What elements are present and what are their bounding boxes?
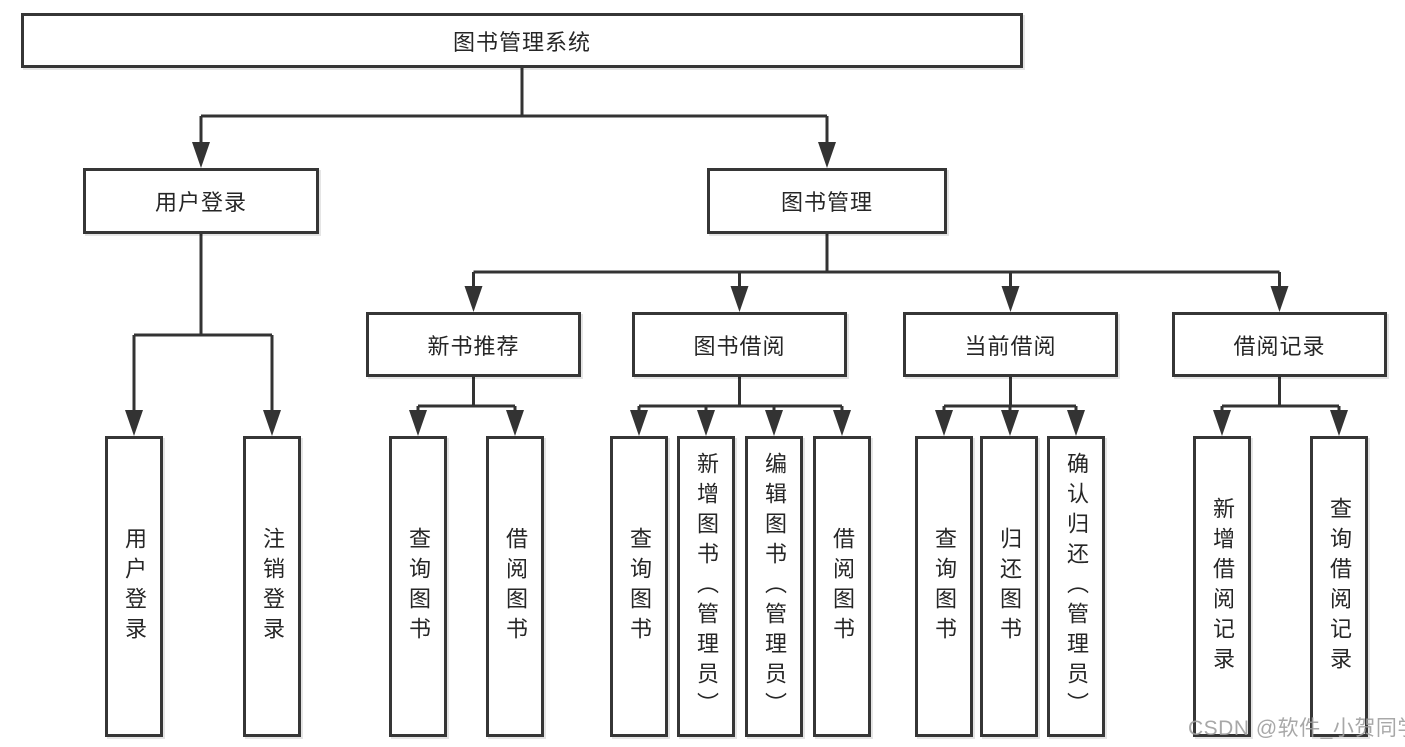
node-new-book-recommend-label: 新书推荐: [427, 333, 520, 359]
leaf-logout-label: 注销登录: [260, 526, 285, 647]
node-book-management: 图书管理: [707, 168, 947, 234]
node-new-book-recommend: 新书推荐: [366, 312, 581, 377]
leaf-borrow-edit-book-admin: 编辑图书（管理员）: [745, 436, 803, 737]
leaf-borrow-add-book-admin: 新增图书（管理员）: [677, 436, 735, 737]
leaf-recommend-query-book-label: 查询图书: [406, 526, 431, 647]
node-book-borrow-label: 图书借阅: [693, 333, 786, 359]
leaf-records-query-record-label: 查询借阅记录: [1327, 496, 1352, 677]
leaf-logout: 注销登录: [243, 436, 301, 737]
leaf-borrow-edit-book-admin-label: 编辑图书（管理员）: [762, 451, 787, 722]
leaf-borrow-query-book: 查询图书: [610, 436, 668, 737]
leaf-records-add-record: 新增借阅记录: [1193, 436, 1251, 737]
arrowheads: [125, 142, 1348, 436]
node-book-management-label: 图书管理: [780, 190, 873, 215]
leaf-records-add-record-label: 新增借阅记录: [1210, 496, 1235, 677]
leaf-records-query-record: 查询借阅记录: [1310, 436, 1368, 737]
leaf-user-login: 用户登录: [105, 436, 163, 737]
node-book-borrow: 图书借阅: [632, 312, 847, 377]
node-user-login: 用户登录: [83, 168, 319, 234]
leaf-recommend-borrow-book: 借阅图书: [486, 436, 544, 737]
leaf-current-confirm-return-admin: 确认归还（管理员）: [1047, 436, 1105, 737]
leaf-current-return-book-label: 归还图书: [997, 526, 1022, 647]
csdn-watermark: CSDN @软件_小贺同学: [1188, 717, 1405, 740]
node-current-borrow: 当前借阅: [903, 312, 1118, 377]
leaf-borrow-borrow-book: 借阅图书: [813, 436, 871, 737]
node-current-borrow-label: 当前借阅: [964, 333, 1057, 359]
node-borrow-records: 借阅记录: [1172, 312, 1387, 377]
leaf-borrow-query-book-label: 查询图书: [627, 526, 652, 647]
leaf-current-return-book: 归还图书: [980, 436, 1038, 737]
leaf-current-confirm-return-admin-label: 确认归还（管理员）: [1064, 451, 1089, 722]
leaf-recommend-query-book: 查询图书: [389, 436, 447, 737]
leaf-borrow-borrow-book-label: 借阅图书: [830, 526, 855, 647]
node-root: 图书管理系统: [21, 13, 1023, 68]
leaf-current-query-book: 查询图书: [915, 436, 973, 737]
node-root-label: 图书管理系统: [452, 29, 591, 55]
leaf-current-query-book-label: 查询图书: [932, 526, 957, 647]
node-borrow-records-label: 借阅记录: [1233, 333, 1326, 359]
node-user-login-label: 用户登录: [154, 190, 247, 215]
leaf-borrow-add-book-admin-label: 新增图书（管理员）: [694, 451, 719, 722]
leaf-user-login-label: 用户登录: [122, 526, 147, 647]
leaf-recommend-borrow-book-label: 借阅图书: [503, 526, 528, 647]
